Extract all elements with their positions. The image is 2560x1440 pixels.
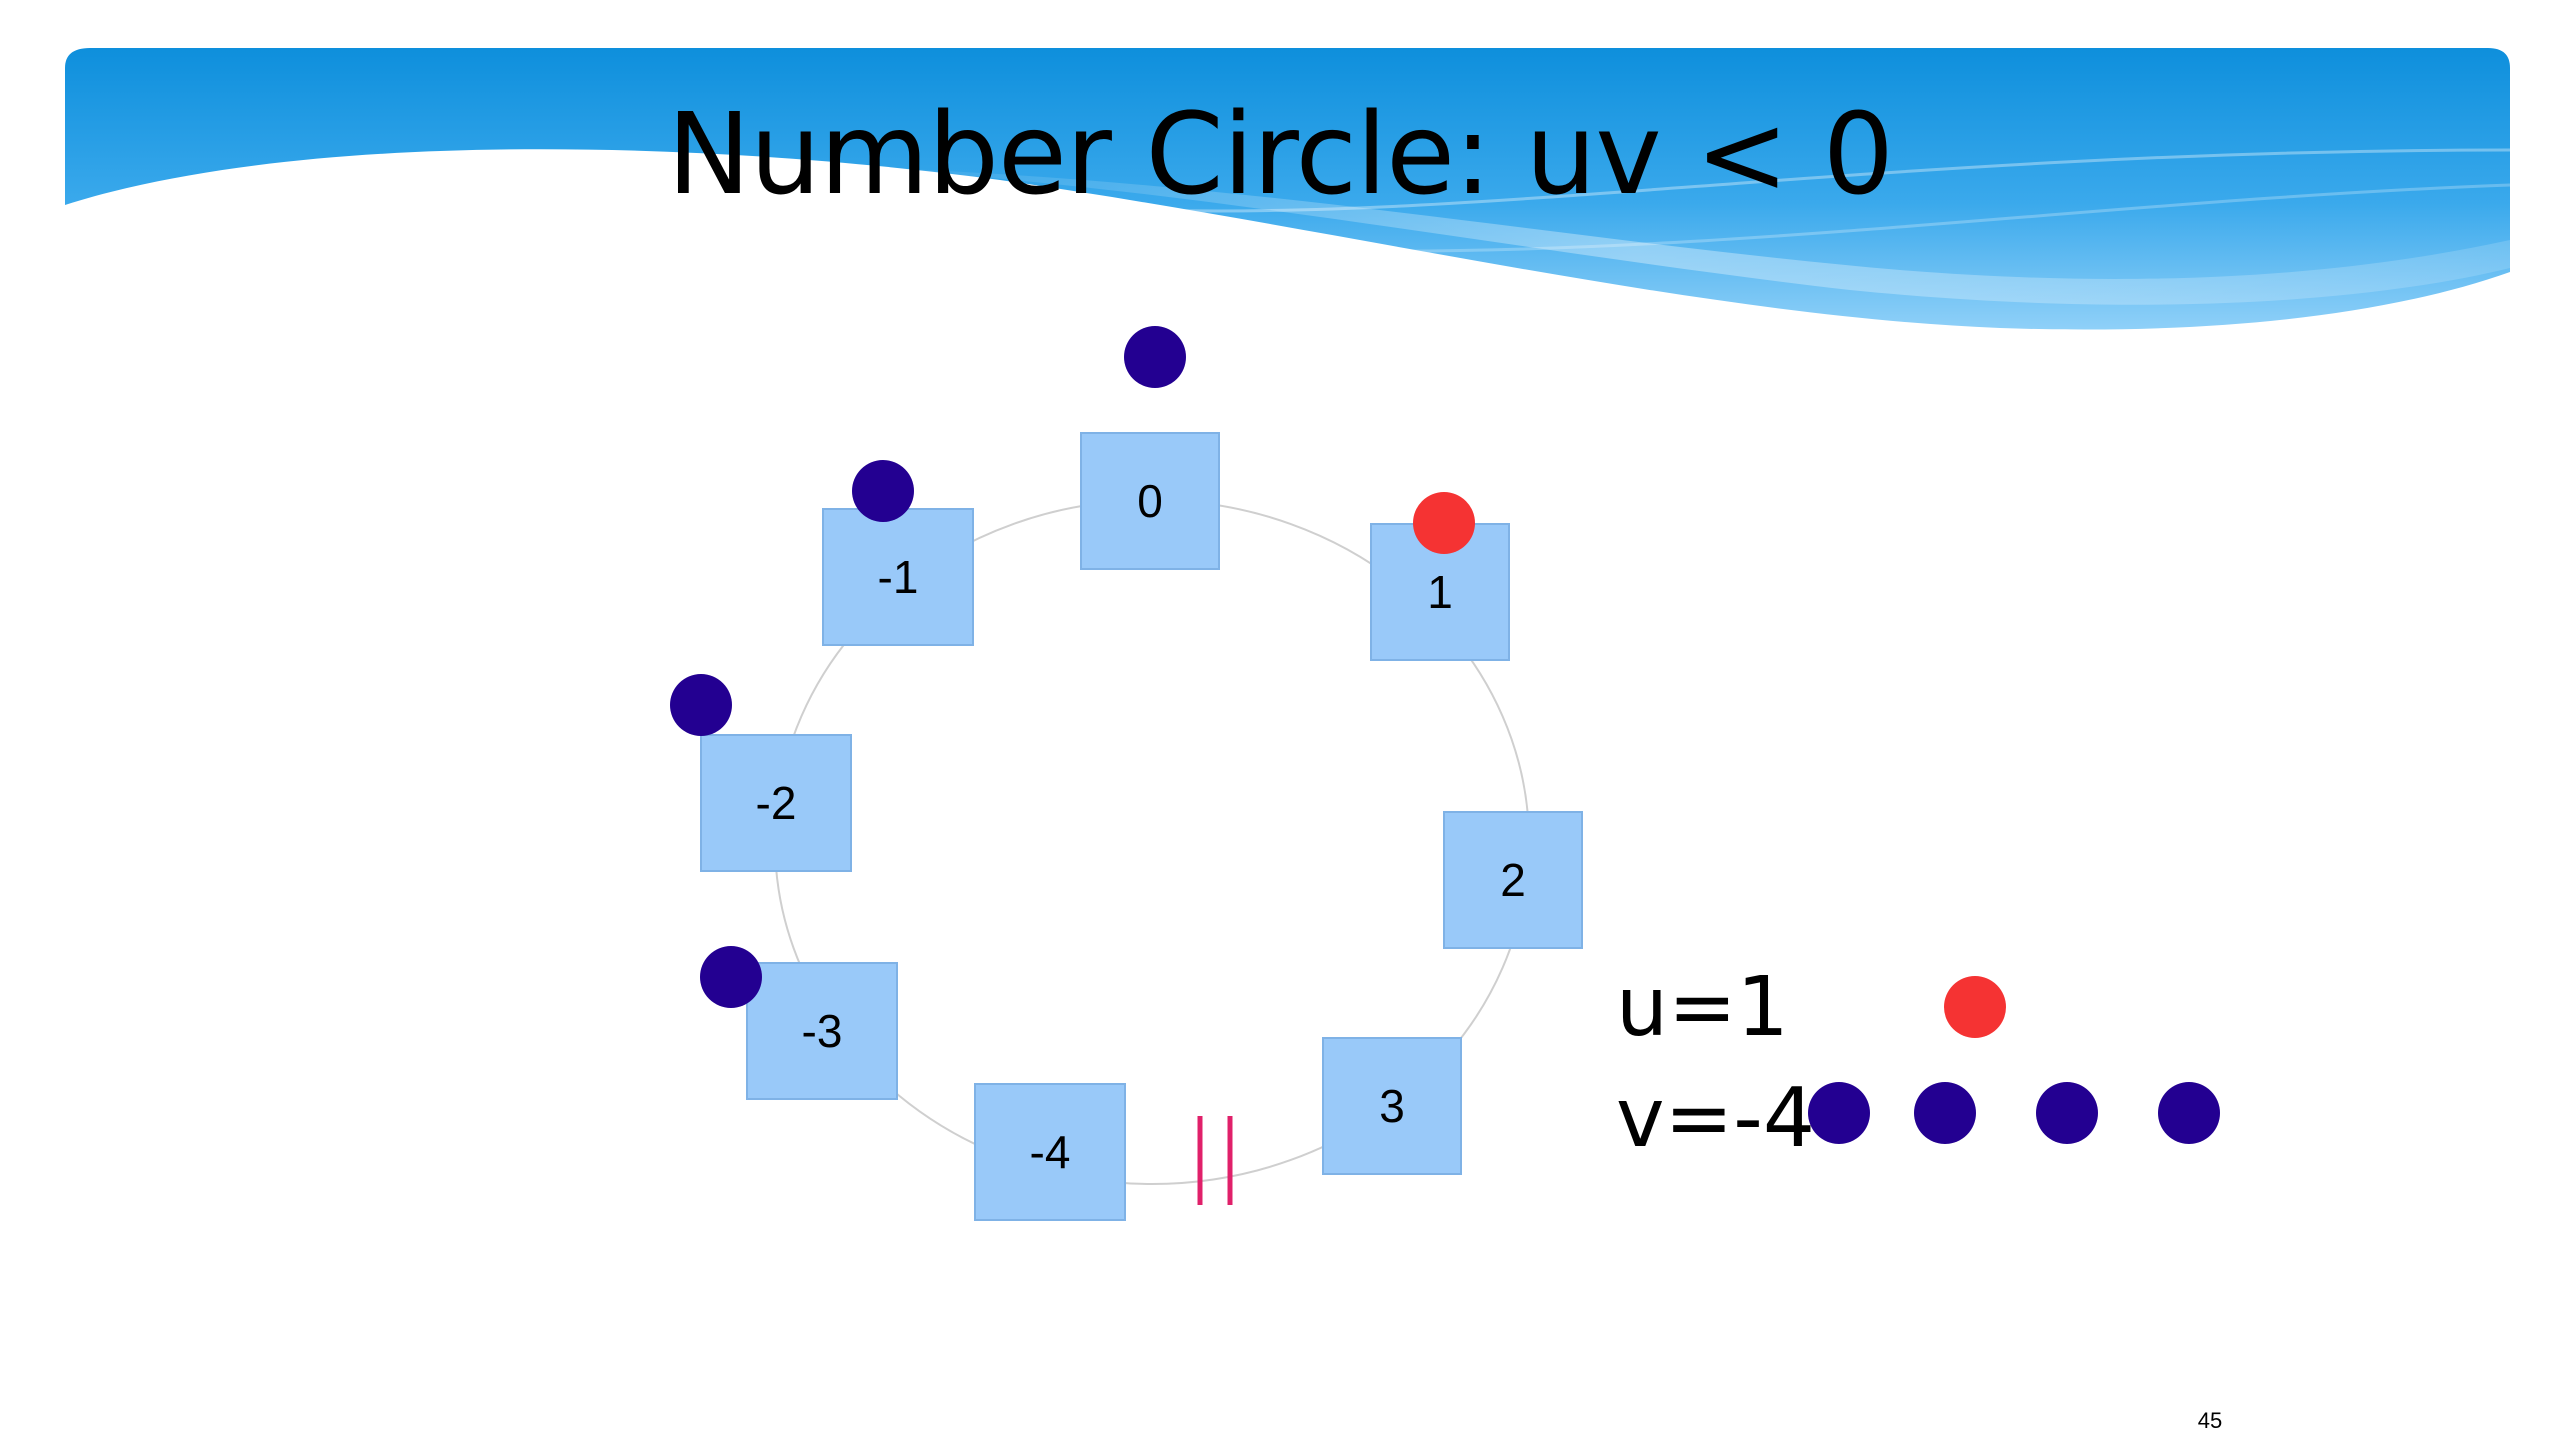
circle-node-3: 3 xyxy=(1322,1037,1462,1175)
circle-node-2: 2 xyxy=(1443,811,1583,949)
circle-node-minus-4: -4 xyxy=(974,1083,1126,1221)
v-equation: v=-4 xyxy=(1616,1071,1815,1166)
header-banner xyxy=(65,48,2511,330)
u-equation: u=1 xyxy=(1616,960,1789,1055)
page-number: 45 xyxy=(2197,1408,2223,1433)
v-step-dot-minus-1 xyxy=(852,460,914,522)
circle-node-minus-2: -2 xyxy=(700,734,852,872)
v-count-dot-2 xyxy=(1914,1082,1976,1144)
circle-node-minus-3: -3 xyxy=(746,962,898,1100)
circle-node-minus-1: -1 xyxy=(822,508,974,646)
slide-title: Number Circle: uv < 0 xyxy=(667,90,1894,220)
v-count-dot-4 xyxy=(2158,1082,2220,1144)
v-count-dot-1 xyxy=(1808,1082,1870,1144)
u-position-dot xyxy=(1413,492,1475,554)
v-step-dot-minus-2 xyxy=(670,674,732,736)
u-count-dot xyxy=(1944,976,2006,1038)
circle-node-0: 0 xyxy=(1080,432,1220,570)
v-count-dot-3 xyxy=(2036,1082,2098,1144)
v-step-dot-minus-3 xyxy=(700,946,762,1008)
v-step-dot-0 xyxy=(1124,326,1186,388)
